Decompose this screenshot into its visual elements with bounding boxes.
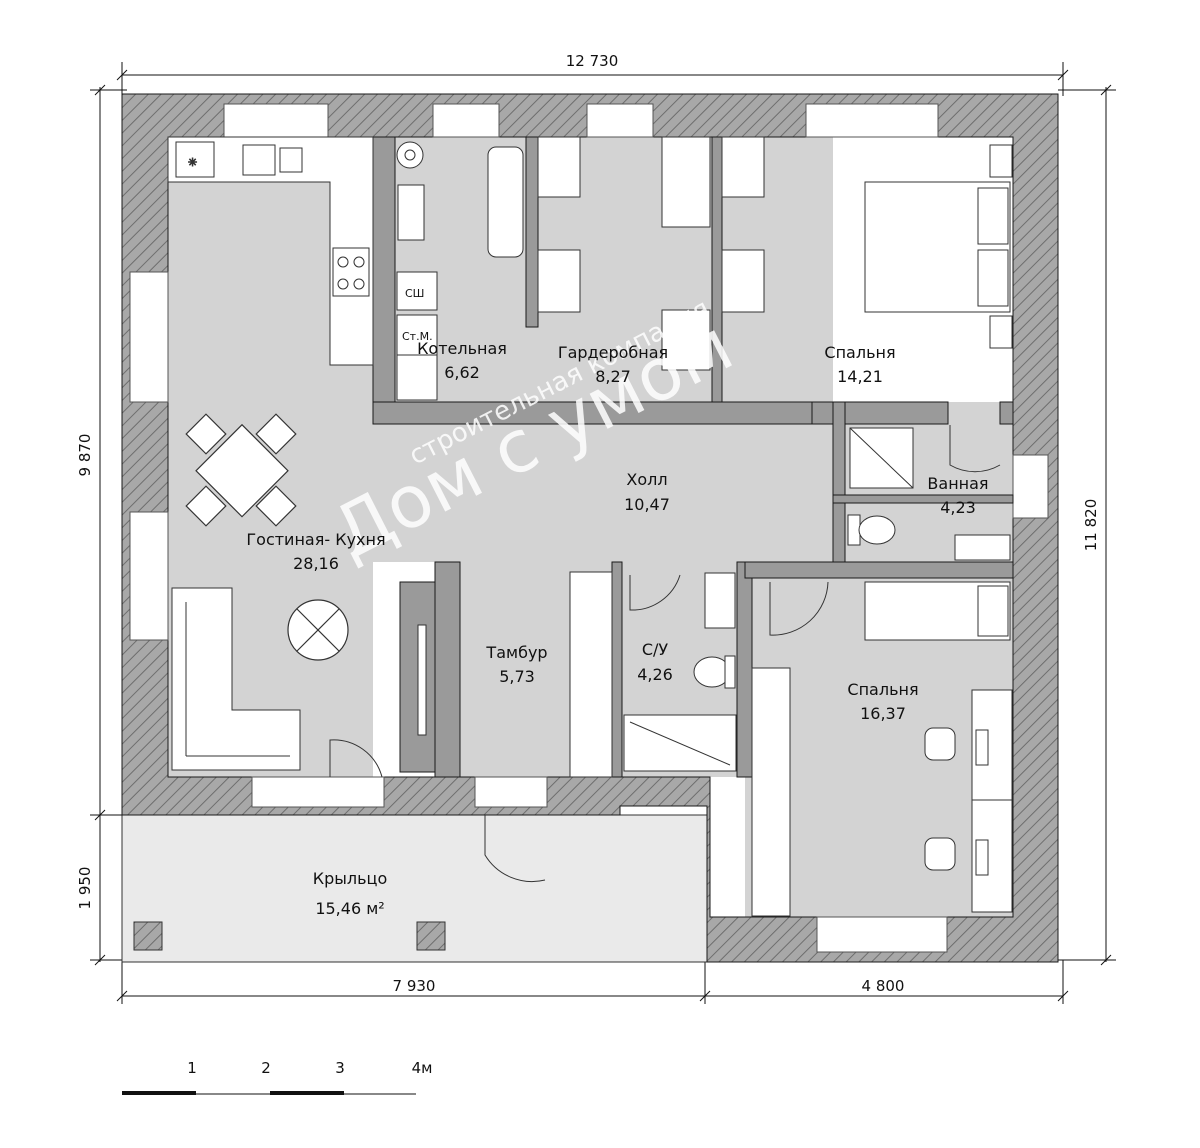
windows: [129, 103, 1049, 953]
dim-top: 12 730: [566, 52, 619, 70]
door-swings: [329, 425, 1001, 883]
room-area-living-kitchen: 28,16: [293, 554, 339, 573]
room-area-wc: 4,26: [637, 665, 673, 684]
dim-bottom-left: 7 930: [393, 977, 436, 995]
porch-area: [121, 814, 708, 963]
room-area-bedroom-1: 14,21: [837, 367, 883, 386]
dimension-lines: [90, 62, 1116, 1004]
bed-icon-2: [864, 581, 1011, 641]
boiler-fixtures: [396, 141, 524, 401]
room-area-hall: 10,47: [624, 495, 670, 514]
wardrobe-shelves: [537, 136, 791, 917]
chair-icon: [924, 727, 956, 871]
room-area-bedroom-2: 16,37: [860, 704, 906, 723]
bed-icon: [864, 144, 1013, 349]
room-name-bathroom: Ванная: [927, 474, 988, 493]
dim-bottom-right: 4 800: [862, 977, 905, 995]
sink-icon: [242, 144, 276, 176]
scale-tick-1: 1: [187, 1059, 197, 1077]
room-name-wardrobe: Гардеробная: [558, 343, 668, 362]
room-area-boiler: 6,62: [444, 363, 480, 382]
sewer-label: СШ: [405, 287, 424, 300]
room-name-vestibule: Тамбур: [485, 643, 547, 662]
round-table-icon: [287, 599, 349, 661]
washer-label: Ст.М.: [402, 330, 433, 343]
room-labels: Гостиная- Кухня 28,16 Котельная 6,62 Гар…: [246, 339, 988, 918]
room-area-bathroom: 4,23: [940, 498, 976, 517]
bath-toilet-icon: [847, 514, 1011, 561]
bathtub-icon: [487, 146, 524, 258]
scale-bar: 1 2 3 4м: [122, 1059, 432, 1095]
fridge-icon: [175, 141, 215, 178]
room-area-vestibule: 5,73: [499, 667, 535, 686]
svg-text:✳: ✳: [188, 156, 197, 169]
porch-columns: [133, 921, 446, 951]
scale-tick-4: 4м: [412, 1059, 433, 1077]
room-name-bedroom-2: Спальня: [847, 680, 918, 699]
sofa-icon: [171, 587, 301, 771]
room-name-bedroom-1: Спальня: [824, 343, 895, 362]
scale-tick-2: 2: [261, 1059, 271, 1077]
stove-icon: [332, 247, 370, 297]
room-name-hall: Холл: [626, 470, 667, 489]
porch-name: Крыльцо: [313, 869, 387, 888]
outer-walls: [121, 93, 1059, 963]
room-name-boiler: Котельная: [417, 339, 507, 358]
room-name-living-kitchen: Гостиная- Кухня: [246, 530, 385, 549]
tv-icon: [417, 624, 427, 736]
room-name-wc: С/У: [642, 640, 669, 659]
table-icon: [185, 413, 297, 527]
dim-left-main: 9 870: [76, 434, 94, 477]
porch-area-label: 15,46 м²: [315, 899, 384, 918]
dim-right: 11 820: [1082, 499, 1100, 552]
dim-left-porch: 1 950: [76, 867, 94, 910]
shower-icon: [849, 427, 914, 489]
kitchen-counter: ✳: [167, 136, 374, 366]
room-area-wardrobe: 8,27: [595, 367, 631, 386]
scale-tick-3: 3: [335, 1059, 345, 1077]
wc-fixtures: [623, 572, 737, 772]
desk-icon: [971, 689, 1013, 913]
